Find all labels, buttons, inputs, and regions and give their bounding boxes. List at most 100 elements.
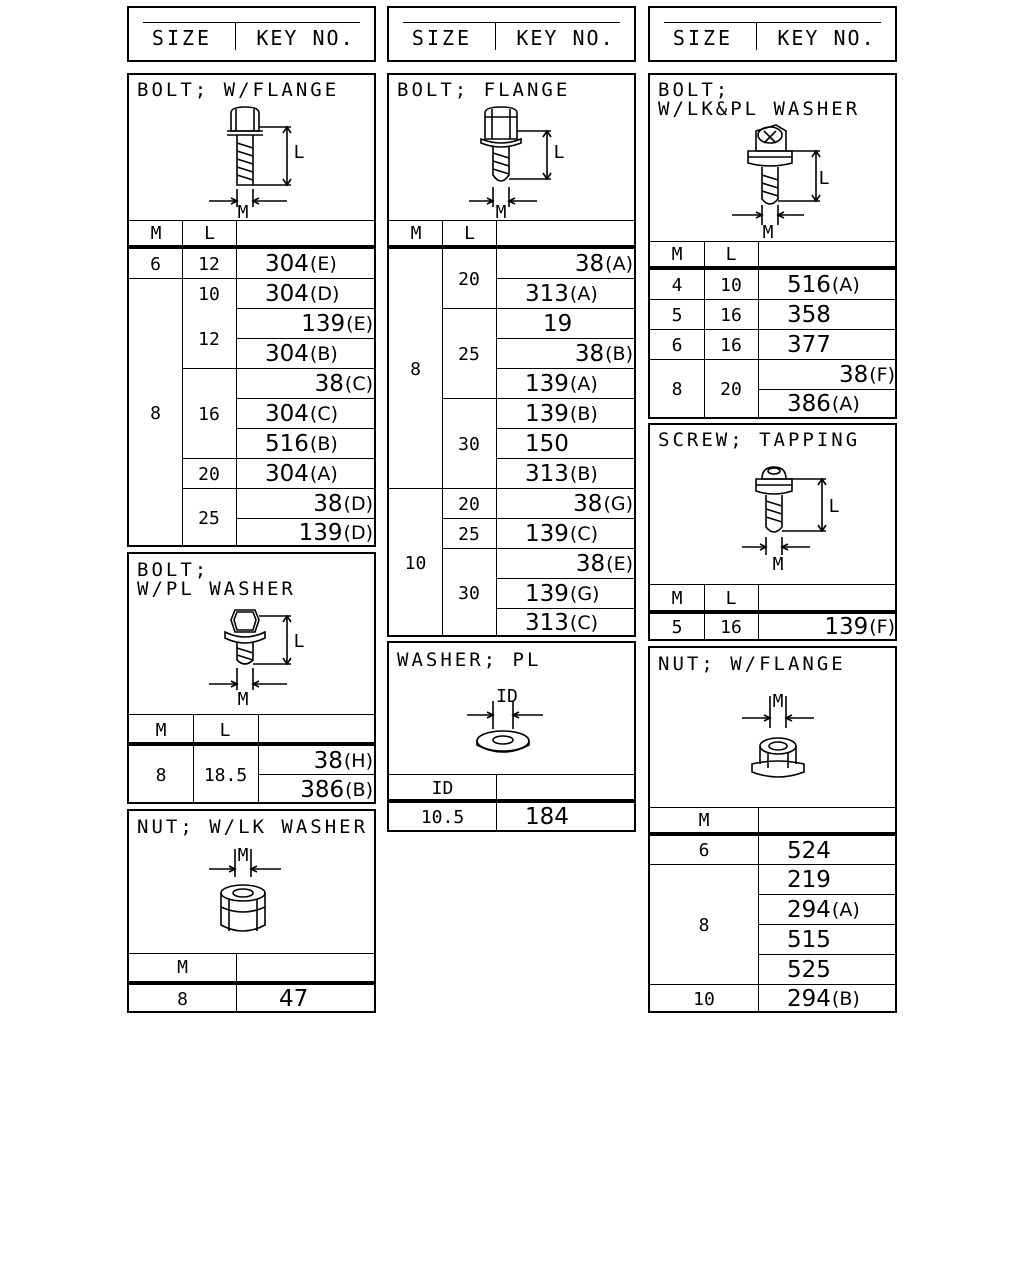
key-no: 139(G) [525, 581, 600, 607]
m-cell: 8 [177, 988, 188, 1010]
l-cell: 16 [198, 403, 220, 425]
col-id: ID [431, 777, 454, 799]
col-l: L [219, 719, 231, 741]
col-l: L [464, 222, 475, 244]
fig-label-l: L [818, 167, 830, 189]
bolt-w-lk-pl-washer-panel: BOLT; W/LK&PL WASHER L M M L 4 10 5 16 6… [648, 73, 897, 419]
key-no: 304(A) [265, 461, 338, 487]
size-header: SIZE [151, 26, 213, 50]
col-m: M [671, 587, 683, 609]
col-m: M [698, 809, 710, 831]
washer-pl-drawing [467, 701, 543, 753]
part-title: WASHER; PL [397, 649, 542, 671]
key-no: 386(B) [300, 776, 373, 803]
m-cell: 8 [698, 914, 710, 936]
m-cell: 8 [150, 402, 161, 424]
key-no: 139(D) [298, 520, 373, 546]
key-no-header: KEY NO. [777, 26, 876, 50]
m-cell: 10 [693, 988, 715, 1010]
key-no: 150 [525, 431, 569, 457]
part-title: NUT; W/FLANGE [658, 653, 846, 675]
l-cell: 30 [458, 433, 480, 455]
fig-label-id: ID [496, 685, 518, 707]
key-no: 38(E) [575, 551, 633, 577]
l-cell: 20 [458, 493, 480, 515]
key-no: 377 [787, 332, 831, 358]
nut-w-flange-panel: NUT; W/FLANGE M M 6 8 10 524 219 294(A) … [648, 646, 897, 1013]
key-no: 386(A) [787, 391, 860, 417]
key-no: 294(A) [787, 897, 860, 923]
bolt-w-flange-drawing [209, 106, 292, 207]
part-title: BOLT; FLANGE [397, 79, 571, 101]
l-cell: 10 [198, 283, 220, 305]
bolt-w-pl-washer-panel: BOLT; W/PL WASHER L M M L 8 18.5 38(H) 3… [127, 552, 376, 804]
nut-w-lk-washer-drawing [209, 849, 281, 932]
col-m: M [150, 222, 162, 244]
fig-label-m: M [772, 690, 784, 712]
key-no: 358 [787, 302, 831, 328]
m-cell: 8 [671, 378, 683, 400]
key-no: 38(H) [313, 747, 373, 774]
col-m: M [177, 956, 188, 978]
fig-label-l: L [553, 141, 565, 163]
l-cell: 16 [720, 304, 742, 326]
key-no: 516(B) [265, 431, 338, 457]
col-l: L [725, 243, 737, 265]
l-cell: 25 [458, 343, 480, 365]
nut-w-lk-washer-panel: NUT; W/LK WASHER M M 8 47 [127, 809, 376, 1013]
l-cell: 25 [458, 523, 480, 545]
l-cell: 25 [198, 507, 220, 529]
header-box-3: SIZE KEY NO. [648, 6, 897, 62]
key-no: 139(F) [824, 614, 895, 640]
key-no: 139(C) [525, 521, 598, 547]
fig-label-m: M [237, 688, 249, 710]
key-no: 38(F) [838, 362, 895, 388]
m-cell: 5 [671, 304, 683, 326]
key-no: 525 [787, 957, 831, 983]
header-box-2: SIZE KEY NO. [387, 6, 636, 62]
l-cell: 16 [720, 616, 742, 638]
key-no: 524 [787, 837, 831, 864]
m-cell: 10 [404, 552, 427, 574]
key-no: 47 [279, 986, 309, 1012]
l-cell: 16 [720, 334, 742, 356]
key-no: 304(C) [265, 401, 338, 427]
key-no: 304(E) [265, 251, 337, 277]
m-cell: 8 [410, 358, 421, 380]
key-no: 219 [787, 867, 831, 893]
m-cell: 4 [671, 274, 683, 296]
key-no: 38(B) [574, 341, 633, 367]
fig-label-m: M [772, 553, 784, 575]
size-header: SIZE [672, 26, 734, 50]
m-cell: 6 [671, 334, 683, 356]
l-cell: 30 [458, 582, 480, 604]
fig-label-m: M [237, 844, 249, 866]
header-box-1: SIZE KEY NO. [127, 6, 376, 62]
part-title: NUT; W/LK WASHER [137, 816, 369, 838]
col-m: M [155, 719, 167, 741]
m-cell: 8 [155, 764, 167, 786]
fig-label-m: M [495, 201, 507, 223]
key-no: 38(D) [313, 491, 373, 517]
fig-label-m: M [237, 201, 249, 223]
col-m: M [671, 243, 683, 265]
col-m: M [410, 222, 422, 244]
key-no: 38(G) [573, 491, 633, 517]
key-no: 313(B) [525, 461, 598, 487]
key-no: 304(D) [265, 281, 340, 307]
bolt-w-lk-pl-washer-drawing [732, 124, 821, 225]
part-title: SCREW; TAPPING [658, 429, 861, 451]
l-cell: 12 [198, 328, 220, 350]
col-l: L [204, 222, 215, 244]
key-no-header: KEY NO. [256, 26, 355, 50]
key-no: 139(E) [301, 311, 373, 337]
fig-label-m: M [762, 221, 774, 243]
bolt-flange-panel: BOLT; FLANGE L M M L 8 10 20 25 [387, 73, 636, 637]
m-cell: 6 [698, 840, 710, 861]
l-cell: 20 [198, 463, 220, 485]
l-cell: 18.5 [203, 764, 248, 786]
part-title: BOLT; W/PL WASHER [137, 559, 296, 600]
nut-w-flange-drawing [742, 696, 814, 778]
m-cell: 6 [150, 253, 161, 275]
key-no: 515 [787, 927, 831, 953]
